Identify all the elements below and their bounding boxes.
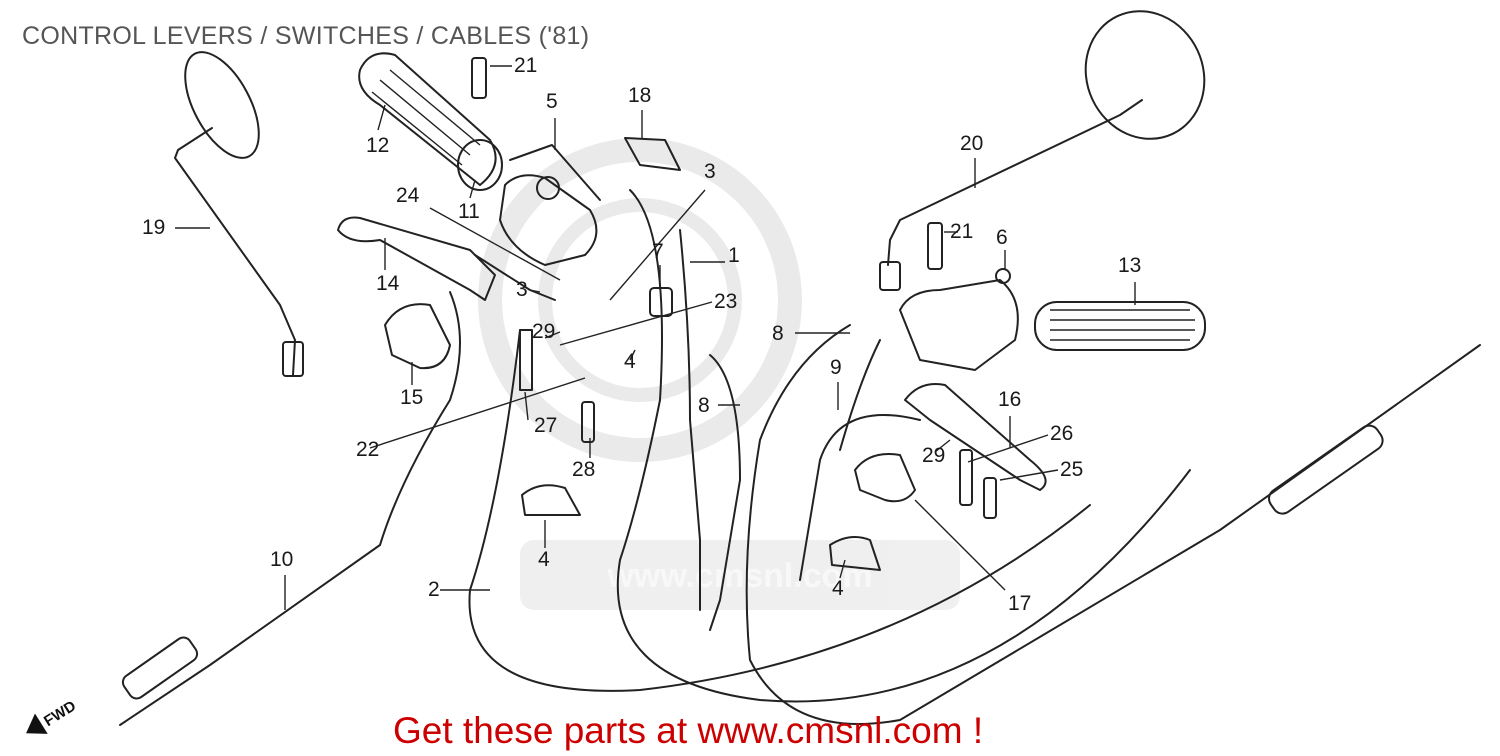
leader-line-p27 (524, 391, 529, 421)
leader-line-p29a (544, 331, 561, 339)
leader-line-p4c (629, 349, 636, 361)
part-label-p5: 5 (546, 90, 558, 113)
part-label-p2: 2 (428, 578, 440, 601)
watermark-logo: www.cmsnl.com (478, 138, 960, 610)
leader-line-p3a (609, 189, 706, 301)
fwd-label: FWD (41, 697, 79, 730)
part-label-p4a: 4 (538, 548, 550, 571)
part-label-p25: 25 (1060, 458, 1083, 481)
cables (119, 189, 1481, 726)
watermark-text: www.cmsnl.com (606, 557, 872, 595)
part-label-p7: 7 (652, 240, 664, 263)
part-label-p4b: 4 (832, 577, 844, 600)
part-label-p29a: 29 (532, 320, 555, 343)
part-label-p3a: 3 (704, 160, 716, 183)
part-label-p6: 6 (996, 226, 1008, 249)
part-label-p23: 23 (714, 290, 737, 313)
promo-link-text[interactable]: Get these parts at www.cmsnl.com ! (393, 710, 984, 751)
leader-line-p23 (559, 301, 713, 346)
part-label-p20: 20 (960, 132, 983, 155)
part-label-p22: 22 (356, 438, 379, 461)
part-label-p8b: 8 (698, 394, 710, 417)
leader-line-p25 (999, 469, 1059, 481)
cable-clamps (521, 484, 881, 571)
right-switch-housing (899, 268, 1019, 371)
left-mirror (174, 51, 304, 377)
part-label-p8a: 8 (772, 322, 784, 345)
part-label-p9: 9 (830, 356, 842, 379)
part-label-p3b: 3 (516, 278, 528, 301)
right-grip (1034, 301, 1206, 351)
brake-lever (904, 383, 1047, 491)
right-mirror (879, 10, 1206, 291)
part-label-p13: 13 (1118, 254, 1141, 277)
part-label-p15: 15 (400, 386, 423, 409)
leader-line-p3b (529, 289, 541, 293)
leader-line-p12 (377, 104, 386, 131)
leader-line-p4b (839, 559, 846, 579)
part-label-p1: 1 (728, 244, 740, 267)
part-label-p21b: 21 (950, 220, 973, 243)
part-label-p21a: 21 (514, 54, 537, 77)
leader-line-p11 (469, 179, 476, 199)
part-label-p14: 14 (376, 272, 400, 295)
leader-line-p26 (967, 434, 1049, 463)
leader-line-p24 (429, 207, 561, 281)
leader-line-p22 (369, 377, 586, 449)
left-switch (384, 303, 451, 370)
part-label-p4c: 4 (624, 350, 636, 373)
part-label-p19: 19 (142, 216, 165, 239)
part-label-p27: 27 (534, 414, 557, 437)
part-label-p26: 26 (1050, 422, 1073, 445)
fwd-arrow: FWD (26, 697, 79, 734)
part-label-p29b: 29 (922, 444, 945, 467)
part-label-p28: 28 (572, 458, 595, 481)
leader-line-p17 (914, 499, 1006, 591)
part-label-p24: 24 (396, 184, 420, 207)
throttle-grip (358, 52, 503, 191)
part-label-p11: 11 (458, 200, 480, 223)
diagram-title: CONTROL LEVERS / SWITCHES / CABLES ('81) (22, 22, 590, 50)
part-label-p16: 16 (998, 388, 1021, 411)
part-label-p12: 12 (366, 134, 389, 157)
part-label-p18: 18 (628, 84, 651, 107)
part-label-p10: 10 (270, 548, 293, 571)
leader-line-p29b (934, 439, 951, 453)
right-lower-switch (854, 453, 916, 503)
throttle-housing (499, 144, 601, 266)
part-label-p17: 17 (1008, 592, 1031, 615)
